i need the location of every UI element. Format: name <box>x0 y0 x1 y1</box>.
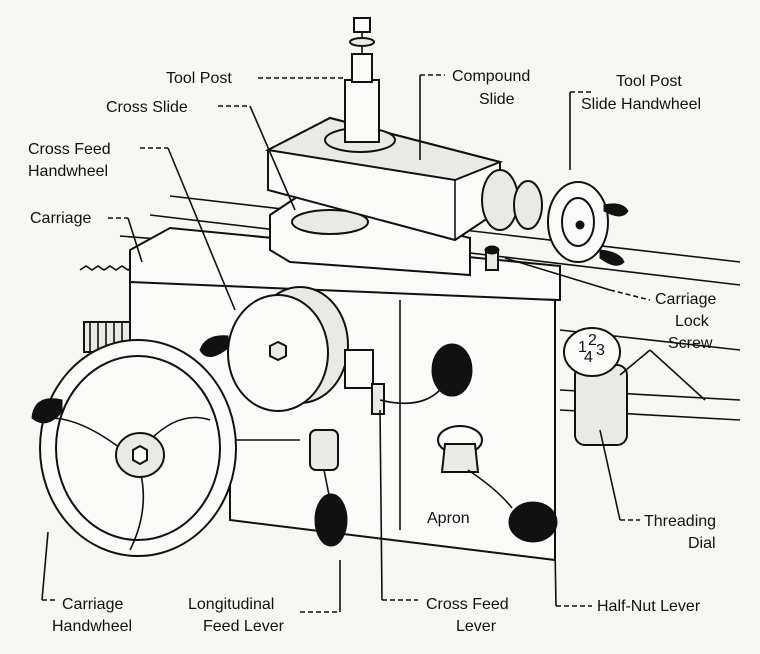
dial-number-4: 4 <box>584 349 593 366</box>
label-carriage-lock-screw-line1: Carriage <box>655 291 716 308</box>
label-apron: Apron <box>427 510 470 527</box>
cross-feed-lever-drawing <box>344 343 473 415</box>
longitudinal-feed-lever-drawing <box>309 429 348 547</box>
label-tool-post: Tool Post <box>166 70 232 87</box>
label-carriage-lock-screw-line3: Screw <box>668 335 713 352</box>
leader-lines <box>41 74 706 613</box>
half-nut-lever-drawing <box>437 425 558 543</box>
label-threading-dial-line2: Dial <box>688 535 716 552</box>
label-carriage: Carriage <box>30 210 91 227</box>
dial-number-1: 1 <box>578 339 587 356</box>
carriage-handwheel-drawing <box>31 339 237 557</box>
label-cross-feed-lever-line1: Cross Feed <box>426 596 509 613</box>
dial-number-2: 2 <box>588 332 597 349</box>
cross-feed-handwheel-drawing <box>199 286 349 412</box>
label-tool-post-slide-handwheel-line2: Slide Handwheel <box>581 96 701 113</box>
label-carriage-handwheel-line2: Handwheel <box>52 618 132 635</box>
label-cross-slide: Cross Slide <box>106 99 188 116</box>
tool-post <box>324 17 396 153</box>
label-compound-slide-line1: Compound <box>452 68 530 85</box>
label-threading-dial-line1: Threading <box>644 513 716 530</box>
carriage-lock-screw-drawing <box>484 245 500 271</box>
label-cross-feed-handwheel-line2: Handwheel <box>28 163 108 180</box>
label-cross-feed-handwheel-line1: Cross Feed <box>28 141 111 158</box>
label-longitudinal-feed-lever-line2: Feed Lever <box>203 618 285 635</box>
label-half-nut-lever: Half-Nut Lever <box>597 598 701 615</box>
dial-number-3: 3 <box>596 342 605 359</box>
threading-dial-drawing: 2 3 4 1 <box>563 327 628 446</box>
label-carriage-handwheel-line1: Carriage <box>62 596 123 613</box>
tool-post-slide-handwheel <box>481 169 629 266</box>
label-tool-post-slide-handwheel-line1: Tool Post <box>616 73 682 90</box>
label-carriage-lock-screw-line2: Lock <box>675 313 710 330</box>
label-compound-slide-line2: Slide <box>479 91 515 108</box>
label-longitudinal-feed-lever-line1: Longitudinal <box>188 596 274 613</box>
label-cross-feed-lever-line2: Lever <box>456 618 497 635</box>
